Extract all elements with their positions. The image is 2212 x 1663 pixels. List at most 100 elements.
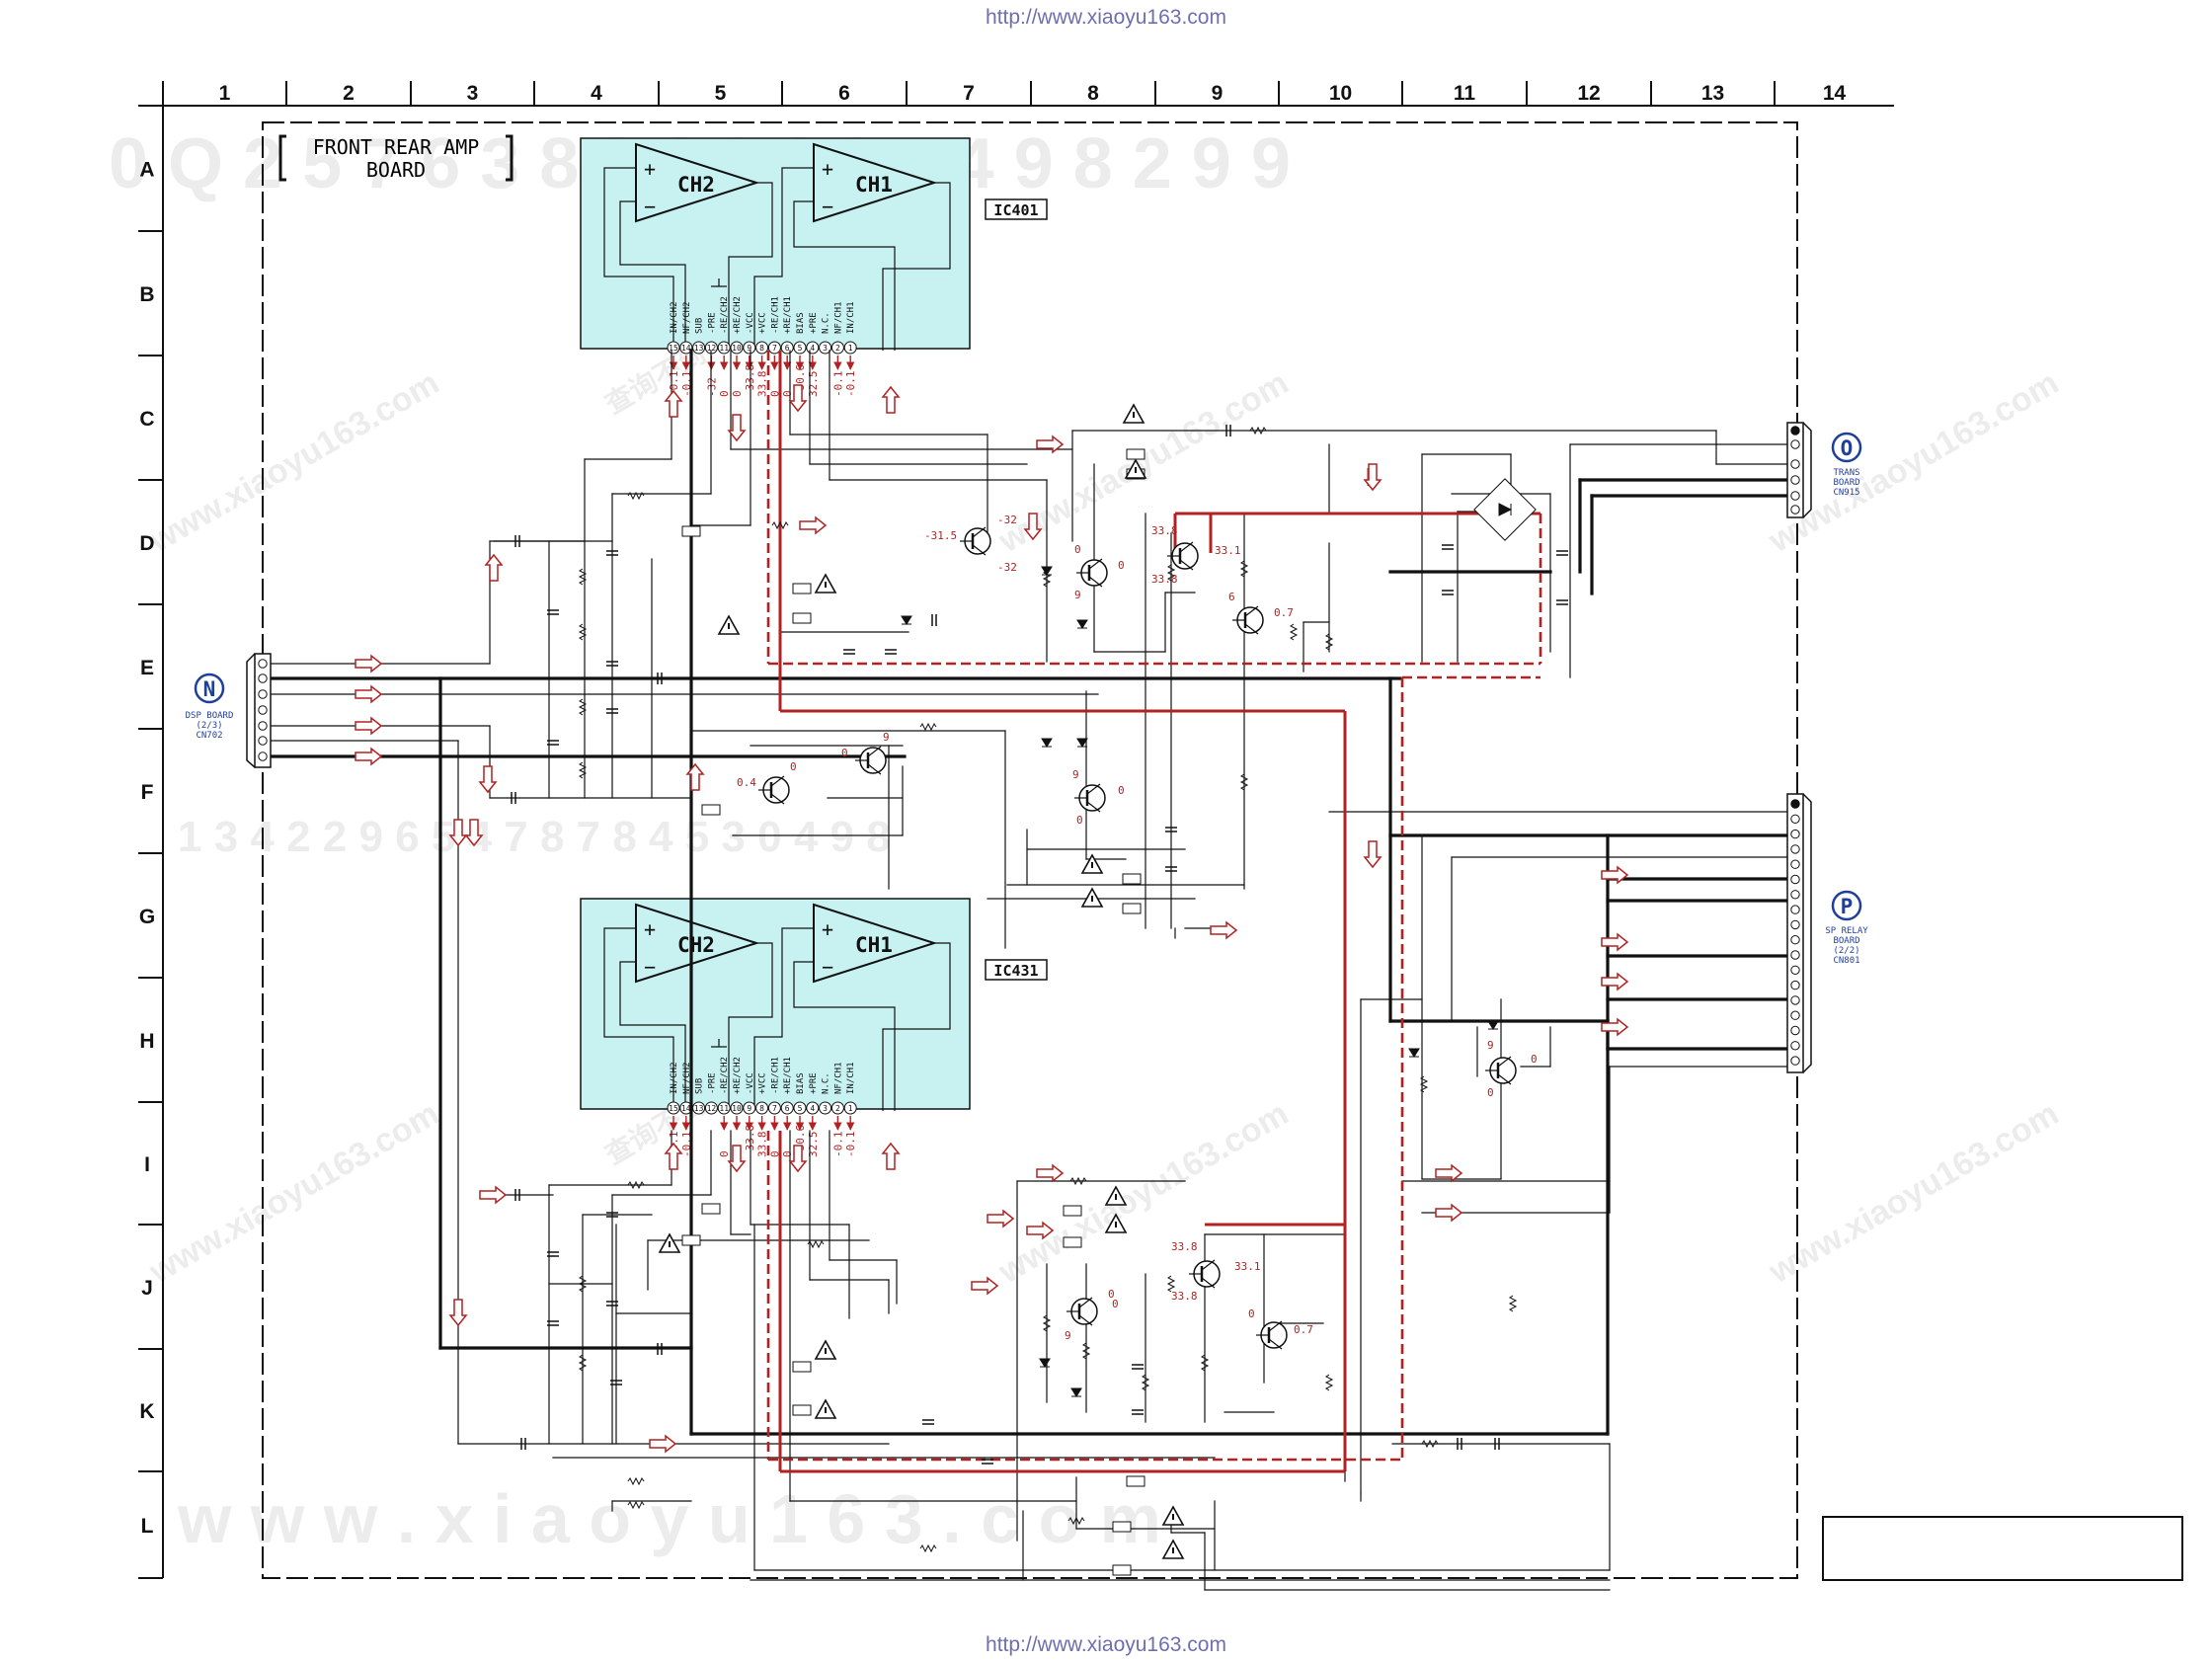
volt-qj2-0: 33.8	[1171, 1240, 1198, 1253]
transistor-lead	[867, 763, 882, 775]
ic-pin-number: 10	[732, 344, 742, 353]
op-amp-label-ch1: CH1	[855, 173, 893, 197]
diode	[901, 615, 912, 625]
column-label-10: 10	[1329, 82, 1352, 105]
connector-pin	[1790, 995, 1800, 1005]
plus-sign: +	[644, 917, 656, 941]
transistor-lead	[972, 526, 987, 538]
connector-o-line-2: BOARD	[1833, 478, 1859, 488]
connector-p-letter: P	[1841, 895, 1854, 918]
ic-pin-number: 9	[747, 1104, 751, 1113]
ic-ref-label: IC401	[993, 201, 1038, 219]
volt-qf3-0: 9	[1072, 768, 1079, 781]
connector-n[interactable]: N DSP BOARD (2/3) CN702	[186, 653, 272, 768]
signal-arrow-up	[881, 385, 901, 414]
connector-pin	[258, 673, 268, 683]
ic-pin-voltage: 32.5	[807, 1132, 820, 1158]
connector-n-badge	[194, 673, 225, 704]
transistor-voltages: -31.5 -32 -32 0 9 0 33.8 33.1 33.8 6 0.7…	[737, 514, 1538, 1342]
signal-arrow-down	[727, 1145, 747, 1173]
connector-o-line-3: CN915	[1833, 488, 1859, 498]
ic-pin-number: 11	[719, 344, 729, 353]
ic-pin	[843, 341, 857, 355]
resistor	[578, 568, 588, 586]
ic-pin-number: 13	[694, 1104, 704, 1113]
connector-p-line-2: BOARD	[1833, 936, 1859, 946]
ic-pin	[830, 1101, 844, 1115]
resistor	[1508, 1295, 1518, 1312]
connector-p[interactable]: P SP RELAY BOARD (2/2) CN801	[1786, 793, 1868, 1073]
fusible-resistor	[681, 525, 701, 537]
connector-pin	[1790, 1041, 1800, 1051]
diode	[1408, 1048, 1420, 1058]
row-label-K: K	[139, 1400, 154, 1423]
ic-pin-voltage: -32	[705, 377, 718, 397]
resistor	[627, 1500, 645, 1510]
resistor	[1069, 1176, 1087, 1186]
resistor	[1081, 1342, 1091, 1360]
transistor-npn	[1066, 1297, 1098, 1326]
ic-pin-number: 8	[759, 1104, 764, 1113]
connector-n-letter: N	[203, 677, 216, 701]
transistor-pnp	[960, 526, 991, 556]
resistor	[1166, 1275, 1176, 1293]
connector-o[interactable]: O TRANS BOARD CN915	[1786, 422, 1862, 518]
column-label-3: 3	[467, 82, 479, 105]
signal-arrow-down	[1023, 513, 1043, 541]
ic-pin-name: +VCC	[758, 312, 768, 334]
ic-pin	[755, 341, 769, 355]
volt-qf2-1: 9	[883, 731, 890, 744]
footer-url[interactable]: http://www.xiaoyu163.com	[986, 1633, 1226, 1656]
volt-qh1-2: 0	[1487, 1086, 1494, 1099]
transistor-lead	[1497, 1056, 1512, 1068]
ic-pin-number: 1	[848, 344, 853, 353]
volt-qf2-0: 0	[841, 747, 848, 759]
signal-arrow-down	[727, 414, 747, 442]
ic-loop	[603, 167, 674, 351]
ic-pin-voltage: 33.8	[756, 371, 769, 398]
column-label-7: 7	[963, 82, 975, 105]
ic-pin	[704, 1101, 718, 1115]
ic-ref-box	[985, 959, 1048, 981]
ic-pin-voltage: -0.1	[844, 1132, 857, 1158]
column-label-12: 12	[1577, 82, 1600, 105]
ic-pin-number: 5	[798, 1104, 803, 1113]
transistor-npn	[1256, 1320, 1288, 1350]
volt-qd2-1: 9	[1074, 589, 1081, 601]
diode	[1076, 619, 1088, 629]
signal-arrow-right	[479, 1185, 508, 1205]
fusible-resistor	[1063, 1236, 1082, 1248]
signal-arrow-up	[484, 553, 504, 582]
connector-p-line-3: (2/2)	[1833, 946, 1859, 956]
header-url[interactable]: http://www.xiaoyu163.com	[986, 6, 1226, 29]
connector-o-line-1: TRANS	[1833, 468, 1859, 478]
power-rails	[778, 351, 1540, 1473]
resistor	[578, 1275, 588, 1293]
volt-qj2-1: 33.1	[1234, 1260, 1261, 1273]
ic-pin-number: 4	[810, 344, 815, 353]
transistor-lead	[867, 746, 882, 757]
resistor	[1419, 1075, 1429, 1093]
connector-n-line-2: (2/3)	[196, 721, 222, 731]
column-label-5: 5	[715, 82, 727, 105]
transistor-pnp	[855, 746, 887, 775]
transistor-lead	[1268, 1338, 1283, 1350]
ic-pin-voltage: 0	[718, 390, 731, 397]
resistor	[771, 520, 789, 530]
connector-pin	[1790, 491, 1800, 501]
op-amp-ch2	[635, 142, 760, 223]
diode	[1070, 1387, 1082, 1397]
watermark-diag-1: www.xiaoyu163.com	[142, 363, 445, 560]
ic-pin-name: -PRE	[707, 312, 717, 334]
signal-arrow-right	[1601, 1017, 1629, 1037]
safety-warning-icon	[1124, 458, 1147, 479]
transistor-npn	[1232, 605, 1264, 635]
row-label-E: E	[140, 657, 154, 679]
resistor	[1421, 1439, 1439, 1449]
connector-p-line-4: CN801	[1833, 956, 1859, 966]
ic-pin-name: SUB	[695, 318, 705, 334]
ic-pin	[743, 1101, 756, 1115]
resistor	[1067, 1516, 1085, 1526]
safety-warning-icon	[1104, 1185, 1128, 1206]
